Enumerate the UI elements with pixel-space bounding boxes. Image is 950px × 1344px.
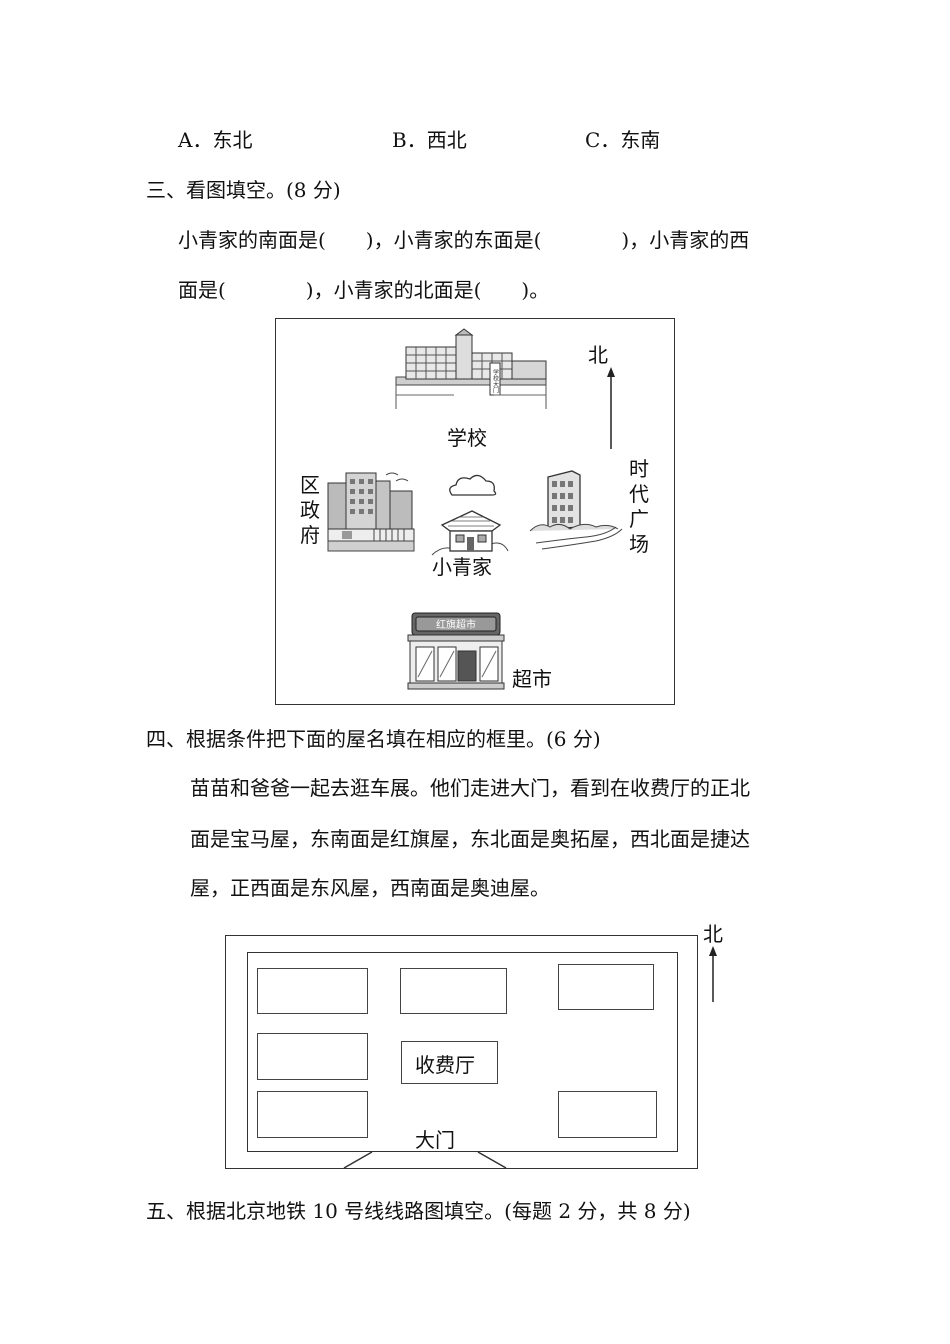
section4-title: 四、根据条件把下面的屋名填在相应的框里。(6 分): [146, 727, 601, 751]
section3-line2: 面是( )，小青家的北面是( )。: [178, 278, 550, 302]
district-building-icon: [327, 472, 415, 552]
home-icon: [431, 510, 509, 556]
market-label: 超市: [512, 667, 552, 691]
section3-line1: 小青家的南面是( )，小青家的东面是( )，小青家的西: [178, 228, 750, 252]
option-a: A．东北: [178, 128, 253, 152]
gate-label: 大门: [415, 1128, 455, 1152]
school-icon: 学校大门: [395, 328, 547, 409]
room-northeast-box[interactable]: [558, 964, 654, 1010]
school-sign-text: 学校大门: [492, 368, 499, 394]
expo-inner-frame: [247, 952, 678, 1152]
section4-line1: 苗苗和爸爸一起去逛车展。他们走进大门，看到在收费厅的正北: [190, 776, 750, 800]
room-north-box[interactable]: [400, 968, 507, 1014]
north-arrow-2-icon: [709, 946, 717, 1002]
option-c: C．东南: [585, 128, 661, 152]
supermarket-icon: 红旗超市: [407, 612, 505, 690]
option-b: B．西北: [392, 128, 467, 152]
expo-outer-frame: [225, 935, 698, 1169]
cloud-icon: [449, 474, 497, 496]
section3-title: 三、看图填空。(8 分): [146, 178, 341, 202]
square-label: 时代广场: [629, 457, 649, 556]
square-building-icon: [529, 470, 623, 550]
section5-title: 五、根据北京地铁 10 号线线路图填空。(每题 2 分，共 8 分): [146, 1199, 691, 1223]
home-label: 小青家: [432, 555, 492, 579]
room-west-box[interactable]: [257, 1033, 368, 1080]
gate-opening-icon: [343, 1151, 507, 1169]
district-label: 区政府: [300, 473, 320, 547]
room-southeast-box[interactable]: [558, 1091, 657, 1138]
north-arrow-icon: [607, 367, 615, 449]
room-southwest-box[interactable]: [257, 1091, 368, 1138]
north-label: 北: [588, 343, 608, 367]
toll-hall-box: [401, 1041, 498, 1084]
school-label: 学校: [447, 426, 487, 450]
section4-line3: 屋，正西面是东风屋，西南面是奥迪屋。: [190, 876, 550, 900]
section4-line2: 面是宝马屋，东南面是红旗屋，东北面是奥拓屋，西北面是捷达: [190, 827, 750, 851]
map-frame: 北 学校大门 学校 区政府: [275, 318, 675, 705]
market-sign-text: 红旗超市: [436, 618, 476, 631]
toll-hall-label: 收费厅: [415, 1053, 475, 1077]
room-northwest-box[interactable]: [257, 968, 368, 1014]
north-label-2: 北: [703, 922, 723, 946]
